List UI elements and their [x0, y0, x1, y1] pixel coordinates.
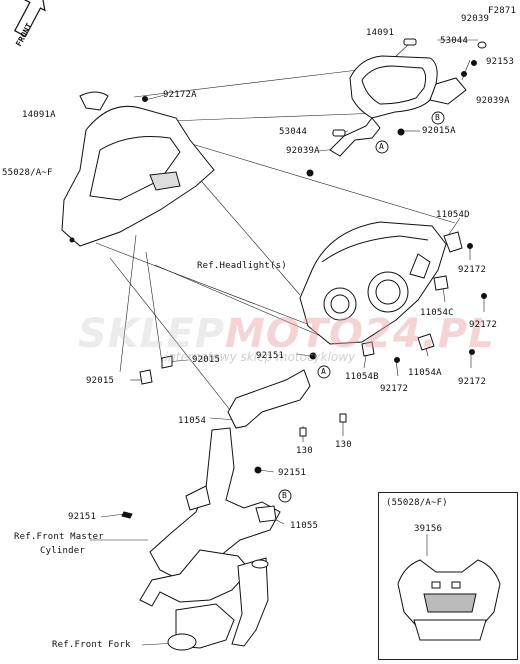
- part-label-92153: 92153: [486, 57, 515, 67]
- meter-cover-part: [329, 55, 467, 157]
- upper-cowl-part: [61, 91, 215, 247]
- part-label-92015-b: 92015: [86, 376, 115, 386]
- part-label-92039A-right: 92039A: [476, 96, 510, 106]
- ref-headlight-label: Ref.Headlight(s): [197, 261, 287, 271]
- leader-lines: [90, 39, 485, 646]
- part-label-11054: 11054: [178, 416, 207, 426]
- inset-title: (55028/A~F): [386, 498, 448, 508]
- part-label-92039: 92039: [461, 14, 490, 24]
- part-label-11054B: 11054B: [345, 372, 379, 382]
- ref-front-fork-label: Ref.Front Fork: [52, 640, 131, 650]
- part-label-92172-b: 92172: [469, 320, 498, 330]
- part-label-14091: 14091: [366, 28, 395, 38]
- part-label-55028: 55028/A~F: [2, 168, 53, 178]
- callout-markers: [278, 111, 445, 503]
- small-fasteners: [142, 38, 487, 177]
- part-label-53044-top: 53044: [440, 36, 469, 46]
- front-arrow-icon: [14, 0, 46, 38]
- part-label-92172-c: 92172: [380, 384, 409, 394]
- callout-b-bottom: B: [282, 491, 288, 500]
- inset-cowl-sticker-part: [397, 559, 501, 641]
- part-label-11054D: 11054D: [436, 210, 470, 220]
- stay-11055-part: [121, 427, 281, 651]
- part-label-11055: 11055: [290, 521, 319, 531]
- part-label-92172-d: 92172: [458, 377, 487, 387]
- watermark-tagline: internetowy sklep motocyklowy: [164, 350, 356, 364]
- part-label-92151-c: 92151: [68, 512, 97, 522]
- part-label-92015A: 92015A: [422, 126, 456, 136]
- watermark-brand: SKLEPMOTO24.PL: [78, 311, 494, 357]
- inset-box: [378, 492, 518, 660]
- part-label-53044-left: 53044: [279, 127, 308, 137]
- figure-code: F2871: [488, 6, 517, 16]
- watermark-brand-right: MOTO24.PL: [224, 311, 495, 357]
- part-label-11054A: 11054A: [408, 368, 442, 378]
- callout-a-top: A: [379, 142, 385, 151]
- part-label-92151-b: 92151: [278, 468, 307, 478]
- ref-master-cylinder-label-1: Ref.Front Master: [14, 532, 104, 542]
- callout-b-top: B: [435, 113, 441, 122]
- callout-a-mid: A: [321, 367, 327, 376]
- part-label-92172-a: 92172: [458, 265, 487, 275]
- bracket-11054-part: [139, 355, 347, 474]
- ref-master-cylinder-label-2: Cylinder: [40, 546, 85, 556]
- part-label-92015-a: 92015: [192, 355, 221, 365]
- part-label-14091A: 14091A: [22, 110, 56, 120]
- watermark-brand-left: SKLEP: [78, 311, 225, 357]
- part-label-130-b: 130: [335, 440, 352, 450]
- part-label-130-a: 130: [296, 446, 313, 456]
- part-label-11054C: 11054C: [420, 308, 454, 318]
- part-label-92039A-left: 92039A: [286, 146, 320, 156]
- part-label-92172A: 92172A: [163, 90, 197, 100]
- headlight-part: [299, 221, 487, 363]
- part-label-92151-a: 92151: [256, 351, 285, 361]
- part-label-39156: 39156: [414, 524, 443, 534]
